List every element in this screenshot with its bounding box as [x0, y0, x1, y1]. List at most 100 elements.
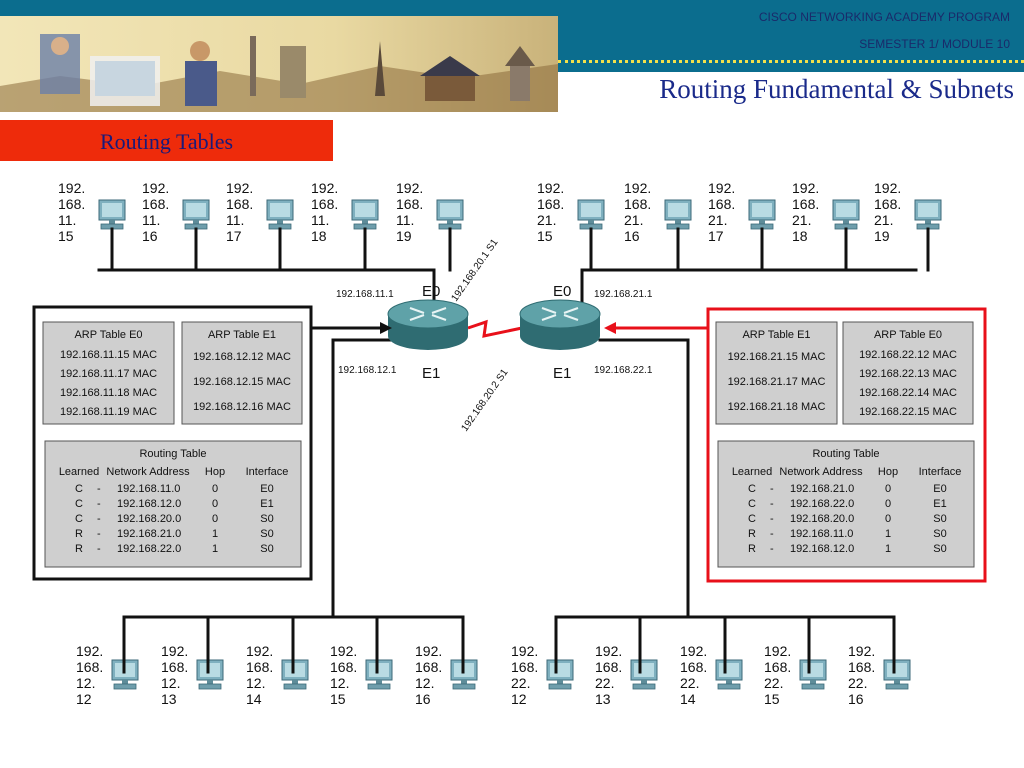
monitor-screen [102, 203, 122, 217]
left-routing-table-hop: 0 [212, 498, 218, 510]
right-routing-table-interface: S0 [933, 528, 946, 540]
host-top-left-ip-label: 11. [142, 212, 160, 228]
left-routing-table-dash: - [97, 498, 101, 510]
left-routing-table-dash: - [97, 528, 101, 540]
monitor-stand [726, 680, 732, 684]
host-top-right-ip-label: 192. [874, 180, 901, 196]
right-routing-table-interface: S0 [933, 513, 946, 525]
computer-icon [664, 199, 692, 230]
host-bottom-right-ip-label: 13 [595, 691, 611, 707]
computer-icon [351, 199, 379, 230]
monitor-stand [277, 220, 283, 224]
monitor-screen [550, 663, 570, 677]
left-panel-arrowhead [380, 322, 392, 334]
host-top-left-ip-label: 168. [142, 196, 169, 212]
right-arp-e0-title: ARP Table E0 [874, 329, 942, 341]
page-title: Routing Fundamental & Subnets [558, 72, 1024, 112]
banner-image [0, 16, 558, 112]
right-routing-table-network: 192.168.20.0 [790, 513, 854, 525]
right-routing-table-learned: R [748, 543, 756, 555]
computer-icon [196, 659, 224, 690]
monitor-screen [355, 203, 375, 217]
host-top-left-ip-label: 11. [396, 212, 414, 228]
host-bottom-left-ip-label: 12. [415, 675, 434, 691]
host-bottom-right-ip-label: 22. [848, 675, 867, 691]
right-routing-table-hop: 1 [885, 543, 891, 555]
left-arp-e0-title: ARP Table E0 [74, 329, 142, 341]
left-routing-table-header: Learned [59, 466, 99, 478]
left-routing-table-learned: C [75, 513, 83, 525]
computer-icon [799, 659, 827, 690]
host-bottom-right-ip-label: 12 [511, 691, 527, 707]
host-top-left-ip-label: 192. [58, 180, 85, 196]
section-title: Routing Tables [0, 120, 333, 161]
left-routing-table-header: Network Address [106, 466, 190, 478]
host-bottom-right-ip-label: 192. [680, 643, 707, 659]
right-routing-table-interface: S0 [933, 543, 946, 555]
router-right-e1-label: E1 [553, 365, 571, 382]
monitor-stand [557, 680, 563, 684]
left-routing-table-interface: S0 [260, 528, 273, 540]
monitor-screen [668, 203, 688, 217]
computer-base [801, 683, 825, 690]
computer-icon [914, 199, 942, 230]
computer-base [548, 683, 572, 690]
right-routing-table-learned: C [748, 498, 756, 510]
host-top-right-ip-label: 192. [537, 180, 564, 196]
monitor-screen [719, 663, 739, 677]
host-top-right-ip-label: 168. [537, 196, 564, 212]
host-bottom-left-ip-label: 168. [246, 659, 273, 675]
right-routing-table-network: 192.168.21.0 [790, 483, 854, 495]
arrow [563, 314, 579, 321]
host-top-left-ip-label: 11. [226, 212, 244, 228]
monitor-stand [109, 220, 115, 224]
left-arp-e1-title: ARP Table E1 [208, 329, 276, 341]
computer-base [283, 683, 307, 690]
right-routing-table-hop: 0 [885, 483, 891, 495]
host-bottom-right-ip-label: 168. [595, 659, 622, 675]
left-arp-e0-row: 192.168.11.19 MAC [60, 406, 157, 418]
monitor-screen [887, 663, 907, 677]
left-routing-table-network: 192.168.20.0 [117, 513, 181, 525]
computer-icon [715, 659, 743, 690]
host-top-right-ip-label: 192. [624, 180, 651, 196]
host-top-right-ip-label: 21. [624, 212, 643, 228]
computer-icon [281, 659, 309, 690]
monitor-stand [641, 680, 647, 684]
router-right-e0-ip: 192.168.21.1 [594, 289, 653, 300]
arrow [563, 307, 579, 314]
host-bottom-left-ip-label: 12. [246, 675, 265, 691]
monitor-stand [122, 680, 128, 684]
computer-icon [546, 659, 574, 690]
right-arp-e0-row: 192.168.22.12 MAC [859, 349, 957, 361]
host-bottom-right-ip-label: 168. [848, 659, 875, 675]
left-routing-table-learned: C [75, 498, 83, 510]
computer-icon [365, 659, 393, 690]
arrow [409, 307, 425, 314]
computer-base [198, 683, 222, 690]
computer-base [452, 683, 476, 690]
computer-base [632, 683, 656, 690]
right-routing-table-box [717, 440, 975, 568]
left-routing-table-interface: E0 [260, 483, 273, 495]
host-top-right-ip-label: 192. [792, 180, 819, 196]
left-routing-table-learned: R [75, 528, 83, 540]
right-arp-e1-title: ARP Table E1 [742, 329, 810, 341]
monitor-screen [581, 203, 601, 217]
left-routing-table-hop: 1 [212, 528, 218, 540]
monitor-screen [285, 663, 305, 677]
host-bottom-left-ip-label: 192. [161, 643, 188, 659]
monitor-screen [270, 203, 290, 217]
left-routing-table-dash: - [97, 543, 101, 555]
left-arp-e0-row: 192.168.11.15 MAC [60, 349, 157, 361]
host-bottom-left-ip-label: 168. [76, 659, 103, 675]
host-bottom-right-ip-label: 14 [680, 691, 696, 707]
router-right-icon [519, 299, 601, 350]
router-right-e1-ip: 192.168.22.1 [594, 365, 653, 376]
left-routing-table-header: Interface [246, 466, 289, 478]
router-left-icon [387, 299, 469, 350]
monitor-screen [918, 203, 938, 217]
router-left-e0-label: E0 [422, 283, 440, 300]
arrow [541, 314, 557, 321]
right-routing-table-network: 192.168.12.0 [790, 543, 854, 555]
